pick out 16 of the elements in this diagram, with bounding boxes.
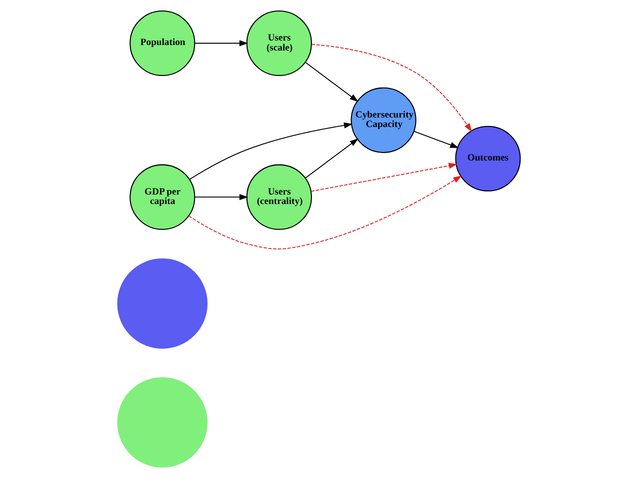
arrow — [189, 122, 353, 180]
node-circle: Users (centrality) — [246, 164, 312, 230]
arrow — [304, 138, 358, 179]
arrow — [304, 62, 358, 102]
arrow — [188, 176, 462, 250]
node-circle — [117, 377, 208, 468]
arrow — [311, 44, 472, 132]
node-circle — [117, 258, 208, 349]
node-circle: Population — [130, 10, 196, 76]
arrow — [414, 130, 459, 148]
arrow — [194, 194, 248, 200]
node-circle: Users (scale) — [246, 10, 312, 76]
arrow — [310, 162, 458, 192]
arrow — [194, 40, 248, 46]
node-circle: GDP per capita — [130, 164, 196, 230]
node-circle: Outcomes — [455, 126, 521, 192]
